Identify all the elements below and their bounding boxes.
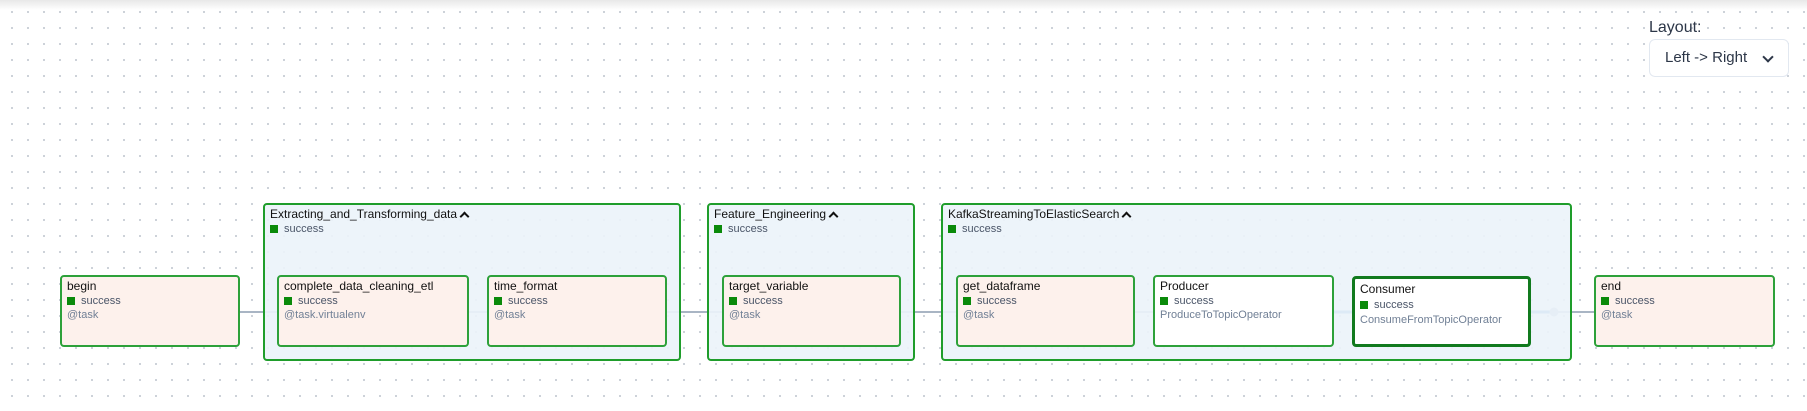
node-title: time_format	[494, 279, 558, 293]
node-type: @task	[1601, 309, 1633, 321]
task-node-complete-data-cleaning-etl[interactable]: complete_data_cleaning_etl success @task…	[277, 275, 469, 347]
status-text: success	[284, 223, 324, 235]
node-type: @task	[67, 309, 99, 321]
group-title: KafkaStreamingToElasticSearch	[948, 207, 1132, 221]
top-shadow	[0, 0, 1807, 10]
group-title: Extracting_and_Transforming_data	[270, 207, 470, 221]
node-status: success	[1360, 299, 1414, 311]
status-text: success	[1374, 299, 1414, 311]
status-square-icon	[1601, 297, 1609, 305]
status-text: success	[298, 295, 338, 307]
node-status: success	[1601, 295, 1655, 307]
layout-select[interactable]: Left -> Right	[1649, 39, 1789, 77]
node-type: @task.virtualenv	[284, 309, 366, 321]
task-node-get-dataframe[interactable]: get_dataframe success @task	[956, 275, 1135, 347]
node-status: success	[729, 295, 783, 307]
task-node-time-format[interactable]: time_format success @task	[487, 275, 667, 347]
status-text: success	[743, 295, 783, 307]
node-status: success	[494, 295, 548, 307]
task-node-producer[interactable]: Producer success ProduceToTopicOperator	[1153, 275, 1334, 347]
task-node-consumer[interactable]: Consumer success ConsumeFromTopicOperato…	[1352, 276, 1531, 347]
group-title-text: Feature_Engineering	[714, 207, 827, 221]
task-node-target-variable[interactable]: target_variable success @task	[722, 275, 901, 347]
group-title-text: KafkaStreamingToElasticSearch	[948, 207, 1120, 221]
node-title: end	[1601, 279, 1622, 293]
node-type: @task	[494, 309, 526, 321]
status-text: success	[81, 295, 121, 307]
node-status: success	[963, 295, 1017, 307]
group-title-text: Extracting_and_Transforming_data	[270, 207, 457, 221]
node-status: success	[284, 295, 338, 307]
node-title: begin	[67, 279, 97, 293]
group-status: success	[270, 223, 324, 235]
layout-label: Layout:	[1649, 19, 1702, 36]
status-square-icon	[284, 297, 292, 305]
status-text: success	[1615, 295, 1655, 307]
node-title: Producer	[1160, 279, 1209, 293]
group-title: Feature_Engineering	[714, 207, 839, 221]
node-type: ConsumeFromTopicOperator	[1360, 314, 1502, 326]
status-text: success	[1174, 295, 1214, 307]
node-title: Consumer	[1360, 282, 1416, 296]
status-text: success	[728, 223, 768, 235]
layout-select-value: Left -> Right	[1665, 49, 1748, 66]
node-title: get_dataframe	[963, 279, 1041, 293]
status-text: success	[508, 295, 548, 307]
status-square-icon	[714, 225, 722, 233]
status-text: success	[977, 295, 1017, 307]
status-square-icon	[948, 225, 956, 233]
status-square-icon	[1160, 297, 1168, 305]
status-text: success	[962, 223, 1002, 235]
node-status: success	[67, 295, 121, 307]
node-type: @task	[729, 309, 761, 321]
node-type: ProduceToTopicOperator	[1160, 309, 1282, 321]
node-title: target_variable	[729, 279, 809, 293]
status-square-icon	[270, 225, 278, 233]
status-square-icon	[67, 297, 75, 305]
group-status: success	[714, 223, 768, 235]
chevron-up-icon[interactable]	[828, 211, 839, 221]
node-status: success	[1160, 295, 1214, 307]
status-square-icon	[1360, 301, 1368, 309]
chevron-up-icon[interactable]	[1121, 211, 1132, 221]
group-status: success	[948, 223, 1002, 235]
task-node-begin[interactable]: begin success @task	[60, 275, 240, 347]
task-node-end[interactable]: end success @task	[1594, 275, 1775, 347]
chevron-down-icon	[1762, 51, 1774, 63]
node-type: @task	[963, 309, 995, 321]
node-title: complete_data_cleaning_etl	[284, 279, 434, 293]
status-square-icon	[963, 297, 971, 305]
status-square-icon	[729, 297, 737, 305]
status-square-icon	[494, 297, 502, 305]
chevron-up-icon[interactable]	[459, 211, 470, 221]
